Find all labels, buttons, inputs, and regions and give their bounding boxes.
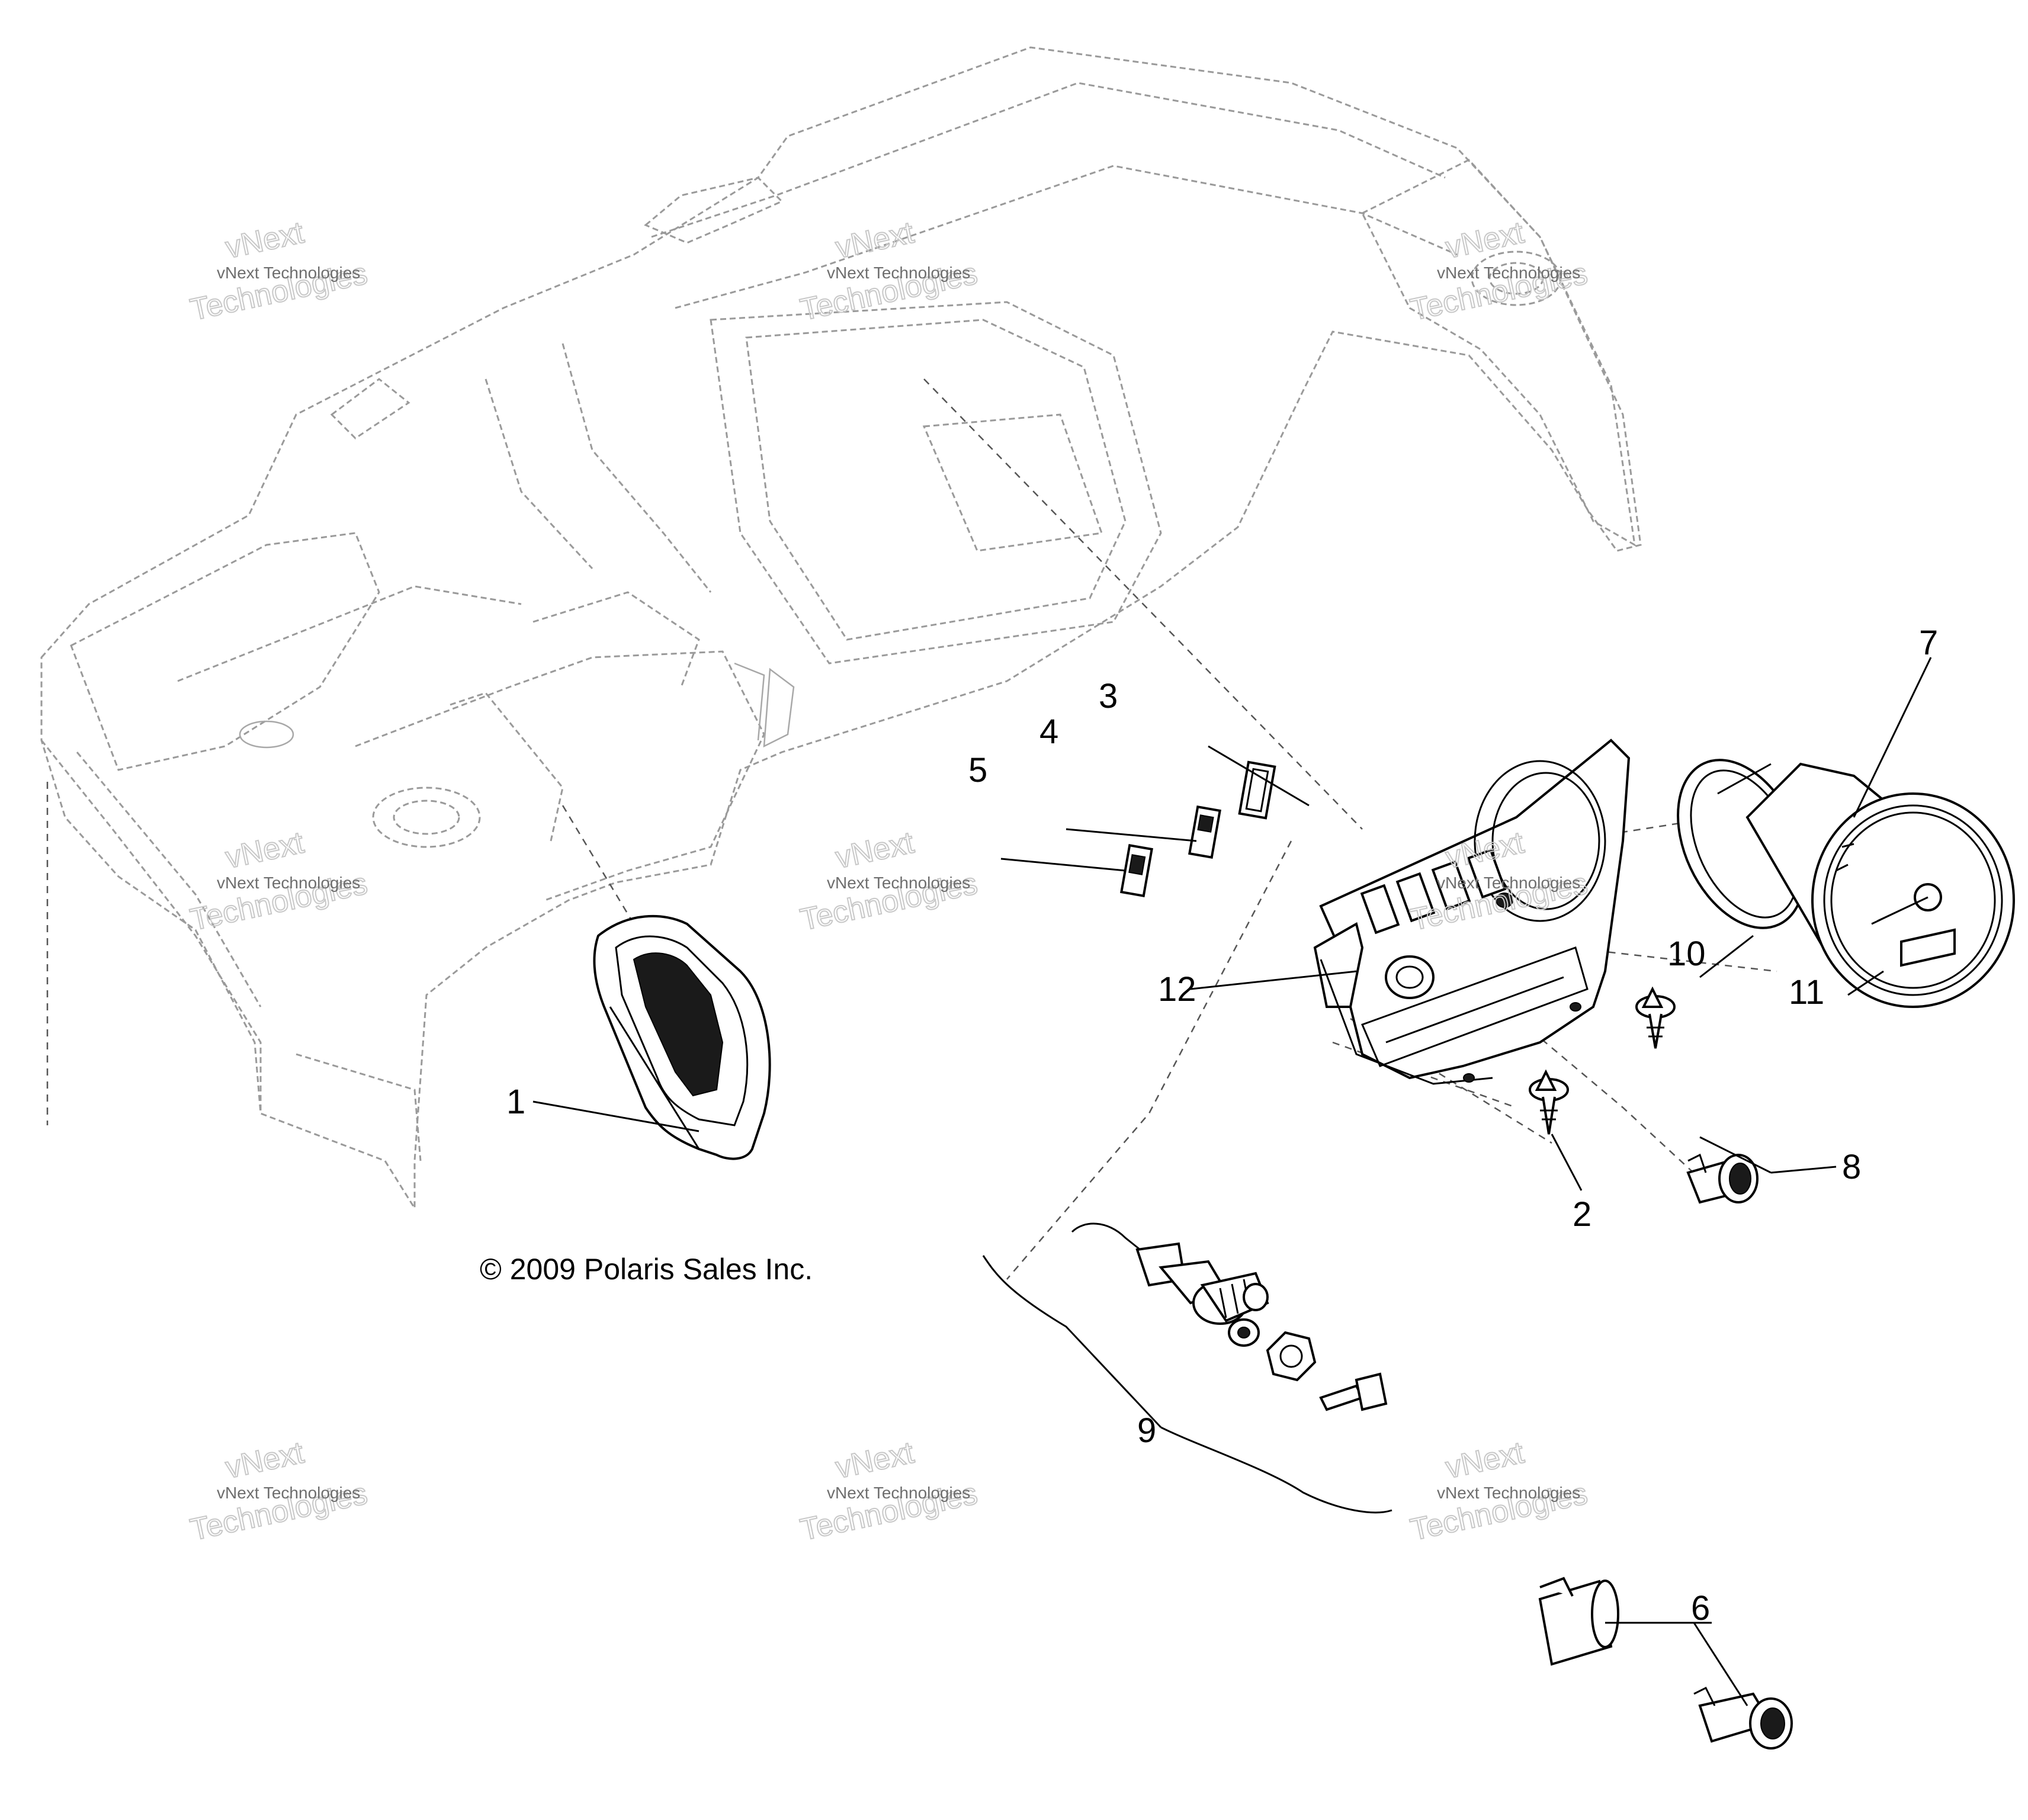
watermark-small-text: vNext Technologies (827, 1484, 970, 1502)
watermark-small-text: vNext Technologies (1437, 264, 1580, 282)
dashboard-body-outline (40, 46, 1642, 1212)
watermark-small-text: vNext Technologies (1437, 1484, 1580, 1502)
copyright-notice: © 2009 Polaris Sales Inc. (480, 1253, 813, 1286)
watermark-brand: vNext (833, 1436, 917, 1485)
watermark-small-text: vNext Technologies (217, 264, 360, 282)
watermark-small-text: vNext Technologies (217, 874, 360, 892)
part-4-rocker-switch (1188, 805, 1221, 859)
callout-8: 8 (1842, 1148, 1861, 1186)
callout-labels: 1 2 3 4 5 6 7 8 9 10 11 12 (506, 624, 1938, 1628)
callout-6: 6 (1691, 1589, 1710, 1628)
watermark-brand: vNext (833, 216, 917, 265)
part-2-push-rivet-lower (1529, 1069, 1569, 1135)
part-8-indicator-light (1686, 1153, 1759, 1204)
watermark-brand: vNext (223, 826, 307, 875)
part-5-rocker-switch (1120, 843, 1153, 898)
callout-2: 2 (1573, 1195, 1591, 1234)
part-12-instrument-panel (1313, 739, 1631, 1085)
watermark-brand: vNext (223, 1436, 307, 1485)
watermark-brand: vNext (1443, 1436, 1528, 1485)
part-9-ignition-switch (982, 1222, 1392, 1514)
part-3-switch-cover (1238, 760, 1276, 820)
watermark-brand: vNext (1443, 216, 1528, 265)
callout-11: 11 (1789, 973, 1824, 1012)
watermark-brand: vNext (833, 826, 917, 875)
callout-4: 4 (1039, 712, 1058, 751)
part-1-grab-handle (593, 914, 771, 1160)
callout-12: 12 (1158, 970, 1196, 1009)
leader-lines (532, 657, 1932, 1706)
watermark-small-text: vNext Technologies (827, 874, 970, 892)
callout-10: 10 (1667, 935, 1706, 973)
callout-9: 9 (1137, 1411, 1156, 1450)
callout-1: 1 (506, 1083, 525, 1121)
part-11-speedometer (1745, 762, 2015, 1008)
watermark-small-text: vNext Technologies (1437, 874, 1580, 892)
part-6-power-outlet (1538, 1577, 1793, 1750)
watermark-small-text: vNext Technologies (217, 1484, 360, 1502)
callout-5: 5 (968, 751, 987, 789)
watermark-small-text: vNext Technologies (827, 264, 970, 282)
part-2-push-rivet-upper (1635, 986, 1676, 1049)
watermark-brand: vNext (223, 216, 307, 265)
callout-7: 7 (1919, 624, 1938, 662)
callout-3: 3 (1099, 677, 1118, 715)
